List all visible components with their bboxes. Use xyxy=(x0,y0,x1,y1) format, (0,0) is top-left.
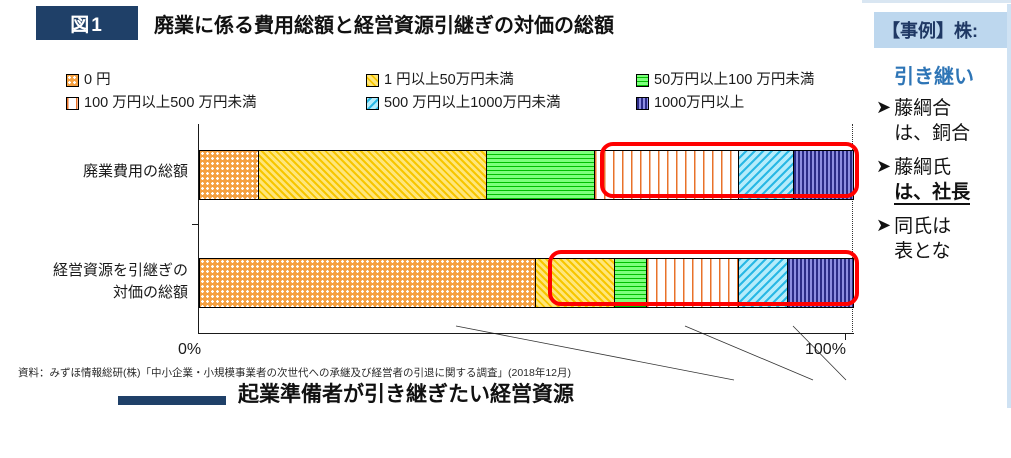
list-item-text: 藤綱氏 は、社長 xyxy=(894,155,971,206)
list-item-line: 藤綱氏 xyxy=(894,157,952,179)
legend-swatch-icon xyxy=(66,96,79,110)
bar-keiei-shigen-taika xyxy=(199,258,854,308)
list-item-line: 同氏は xyxy=(894,216,952,238)
axis-label-min: 0% xyxy=(178,341,202,358)
legend-swatch-icon xyxy=(636,73,649,87)
case-panel-list: ➤ 藤綱合 は、銅合 ➤ 藤綱氏 は、社長 ➤ 同氏は 表とな xyxy=(876,96,1011,273)
bar-segment-500-1000man xyxy=(738,259,788,307)
source-note: 資料：みずほ情報総研(株)「中小企業・小規模事業者の次世代への承継及び経営者の引… xyxy=(18,367,572,379)
list-item-line-emphasis: は、社長 xyxy=(894,182,971,206)
legend-swatch-icon xyxy=(366,96,379,110)
highlight-box-top xyxy=(600,142,859,198)
bullet-arrow-icon: ➤ xyxy=(876,97,892,117)
axis-tick-mid xyxy=(192,224,199,225)
next-slide-preview: 起業準備者が引き継ぎたい経営資源 xyxy=(0,382,862,408)
legend-item-1000man-ijo: 1000万円以上 xyxy=(636,96,744,111)
legend-swatch-icon xyxy=(636,96,649,110)
bar-segment-1000man-ijo xyxy=(794,151,853,199)
legend-item-0en: 0 円 xyxy=(66,73,366,88)
list-item-line: は、銅合 xyxy=(894,123,971,145)
list-item: ➤ 藤綱合 は、銅合 xyxy=(876,96,1011,146)
list-item-text: 藤綱合 は、銅合 xyxy=(894,96,970,146)
case-panel-subtitle: 引き継い xyxy=(894,66,974,88)
panel-right-edge xyxy=(1007,4,1011,408)
bar-segment-50-100man xyxy=(487,151,596,199)
next-slide-heading: 起業準備者が引き継ぎたい経営資源 xyxy=(238,383,574,406)
list-item-line: 藤綱合 xyxy=(894,98,952,119)
figure-badge: 図1 xyxy=(36,6,138,40)
legend-label: 1000万円以上 xyxy=(654,94,745,111)
legend-item-50-100man: 50万円以上100 万円未満 xyxy=(636,73,814,88)
category-label-line: 廃業費用の総額 xyxy=(82,163,188,180)
list-item: ➤ 同氏は 表とな xyxy=(876,214,1011,264)
bar-segment-0en xyxy=(200,151,259,199)
case-panel-header: 【事例】株: xyxy=(874,12,1011,48)
bar-segment-100-500man xyxy=(647,259,739,307)
legend-item-100-500man: 100 万円以上500 万円未満 xyxy=(66,96,366,111)
legend-row-1: 0 円 1 円以上50万円未満 50万円以上100 万円未満 xyxy=(66,70,856,90)
figure-title-row: 図1 廃業に係る費用総額と経営資源引継ぎの対価の総額 xyxy=(36,6,614,40)
bar-segment-100-500man xyxy=(595,151,739,199)
axis-tick-end xyxy=(845,333,846,340)
legend-swatch-icon xyxy=(366,73,379,87)
right-case-panel: 【事例】株: 引き継い ➤ 藤綱合 は、銅合 ➤ 藤綱氏 は、社長 ➤ xyxy=(866,4,1011,408)
bar-haigyou-hiyou xyxy=(199,150,854,200)
list-item-text: 同氏は 表とな xyxy=(894,214,951,264)
slide-root: 図1 廃業に係る費用総額と経営資源引継ぎの対価の総額 0 円 1 円以上50万円… xyxy=(0,0,1011,408)
next-slide-accent xyxy=(118,396,226,405)
legend-label: 0 円 xyxy=(84,71,111,88)
legend-label: 500 万円以上1000万円未満 xyxy=(384,94,561,111)
legend-swatch-icon xyxy=(66,73,79,87)
legend-item-500-1000man: 500 万円以上1000万円未満 xyxy=(366,96,636,111)
category-label-line: 対価の総額 xyxy=(112,283,188,301)
case-panel-header-text: 【事例】株: xyxy=(882,21,978,41)
legend-row-2: 100 万円以上500 万円未満 500 万円以上1000万円未満 1000万円… xyxy=(66,93,856,113)
plot-right-guide xyxy=(852,124,853,334)
category-label-line: 経営資源を引継ぎの xyxy=(52,262,188,279)
category-label-keiei-shigen: 経営資源を引継ぎの 対価の総額 xyxy=(18,260,188,304)
highlight-box-bottom xyxy=(548,250,859,306)
bullet-arrow-icon: ➤ xyxy=(876,215,892,236)
figure-panel: 図1 廃業に係る費用総額と経営資源引継ぎの対価の総額 0 円 1 円以上50万円… xyxy=(0,6,994,408)
bar-segment-1-50man xyxy=(258,151,488,199)
legend-label: 1 円以上50万円未満 xyxy=(384,71,514,88)
bullet-arrow-icon: ➤ xyxy=(876,156,892,177)
legend-item-1-50man: 1 円以上50万円未満 xyxy=(366,73,636,88)
chart-x-axis xyxy=(198,333,854,334)
bar-segment-50-100man xyxy=(614,259,648,307)
list-item-line: 表とな xyxy=(894,241,951,263)
bar-segment-500-1000man xyxy=(738,151,795,199)
bar-segment-1000man-ijo xyxy=(787,259,853,307)
bar-segment-0en xyxy=(200,259,537,307)
page-title: 廃業に係る費用総額と経営資源引継ぎの対価の総額 xyxy=(154,14,614,37)
chart-legend: 0 円 1 円以上50万円未満 50万円以上100 万円未満 100 万円以上5… xyxy=(66,70,856,116)
chart-plot-area xyxy=(198,124,994,381)
category-label-haigyou: 廃業費用の総額 xyxy=(18,161,188,183)
axis-label-max: 100% xyxy=(805,341,846,358)
legend-label: 50万円以上100 万円未満 xyxy=(654,71,815,88)
legend-label: 100 万円以上500 万円未満 xyxy=(84,94,257,111)
list-item: ➤ 藤綱氏 は、社長 xyxy=(876,155,1011,206)
